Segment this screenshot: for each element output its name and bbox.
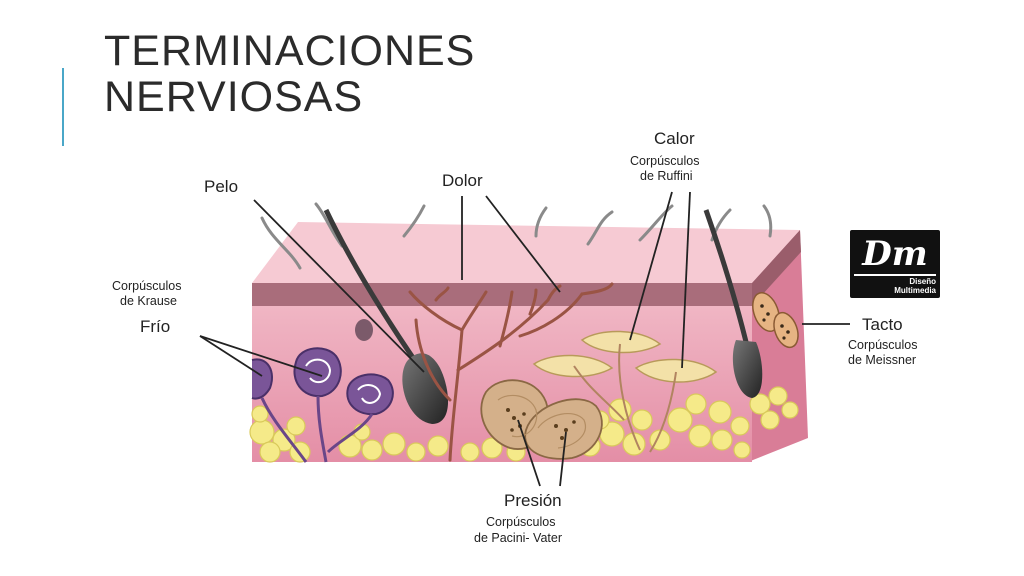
epidermis-layer bbox=[252, 283, 752, 308]
label-frio: Frío bbox=[140, 317, 170, 336]
label-ruffini-line2: de Ruffini bbox=[640, 169, 693, 183]
label-meissner-line1: Corpúsculos bbox=[848, 338, 917, 352]
logo-text: Diseño Multimedia bbox=[894, 277, 936, 295]
label-ruffini-line1: Corpúsculos bbox=[630, 154, 699, 168]
logo-stripe bbox=[854, 274, 936, 276]
label-krause-line1: Corpúsculos bbox=[112, 279, 181, 293]
label-dolor: Dolor bbox=[442, 171, 483, 190]
logo-text-line2: Multimedia bbox=[894, 286, 936, 295]
label-calor: Calor bbox=[654, 129, 695, 148]
sebaceous-gland bbox=[355, 319, 373, 341]
logo-text-line1: Diseño bbox=[894, 277, 936, 286]
label-pacini-line2: de Pacini- Vater bbox=[474, 531, 562, 545]
label-tacto: Tacto bbox=[862, 315, 903, 334]
label-pelo: Pelo bbox=[204, 177, 238, 196]
label-pacini-line1: Corpúsculos bbox=[486, 515, 555, 529]
label-presion: Presión bbox=[504, 491, 562, 510]
label-krause-line2: de Krause bbox=[120, 294, 177, 308]
label-meissner-line2: de Meissner bbox=[848, 353, 916, 367]
brand-logo: Dm Diseño Multimedia bbox=[850, 230, 940, 298]
logo-mark: Dm bbox=[850, 232, 940, 276]
